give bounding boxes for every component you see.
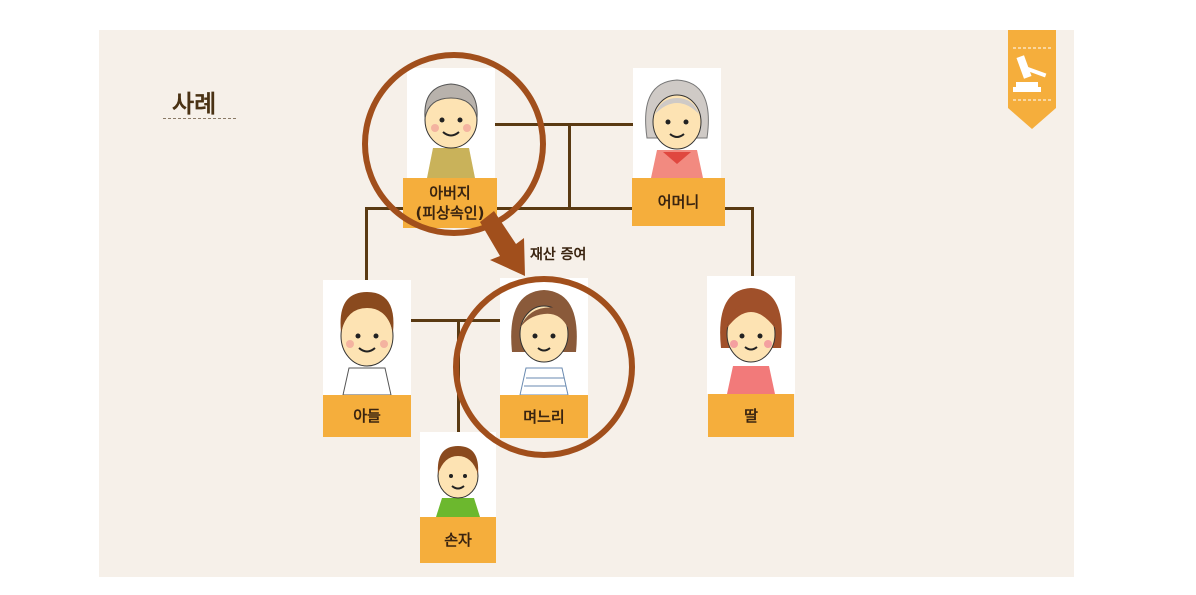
daughter-in-law-avatar bbox=[500, 278, 588, 396]
son-spouse-line bbox=[411, 319, 500, 322]
grandson-avatar bbox=[420, 432, 496, 517]
daughter-avatar bbox=[707, 276, 795, 394]
son-stem bbox=[365, 208, 368, 280]
daughter-label: 딸 bbox=[708, 394, 794, 437]
title-underline bbox=[163, 118, 236, 119]
father-avatar bbox=[407, 68, 495, 178]
gavel-badge bbox=[1008, 30, 1056, 134]
children-bar bbox=[365, 207, 754, 210]
daughter-in-law-label: 며느리 bbox=[500, 395, 588, 438]
daughter-stem bbox=[751, 208, 754, 276]
father-label-line2: (피상속인) bbox=[415, 204, 485, 222]
son-label: 아들 bbox=[323, 395, 411, 437]
son-avatar bbox=[323, 280, 411, 396]
page-title: 사례 bbox=[172, 90, 217, 118]
father-label-line1: 아버지 bbox=[429, 184, 471, 202]
father-highlight-circle bbox=[362, 52, 546, 236]
gift-arrow bbox=[480, 211, 525, 276]
gavel-icon bbox=[1008, 30, 1056, 129]
mother-label: 어머니 bbox=[632, 178, 725, 226]
mother-avatar bbox=[633, 68, 721, 178]
grandson-label: 손자 bbox=[420, 517, 496, 563]
spouse-line bbox=[495, 123, 633, 126]
daughter-in-law-highlight-circle bbox=[453, 276, 635, 458]
father-label: 아버지 (피상속인) bbox=[403, 178, 497, 228]
parent-stem bbox=[568, 124, 571, 209]
gift-label: 재산 증여 bbox=[530, 247, 587, 263]
